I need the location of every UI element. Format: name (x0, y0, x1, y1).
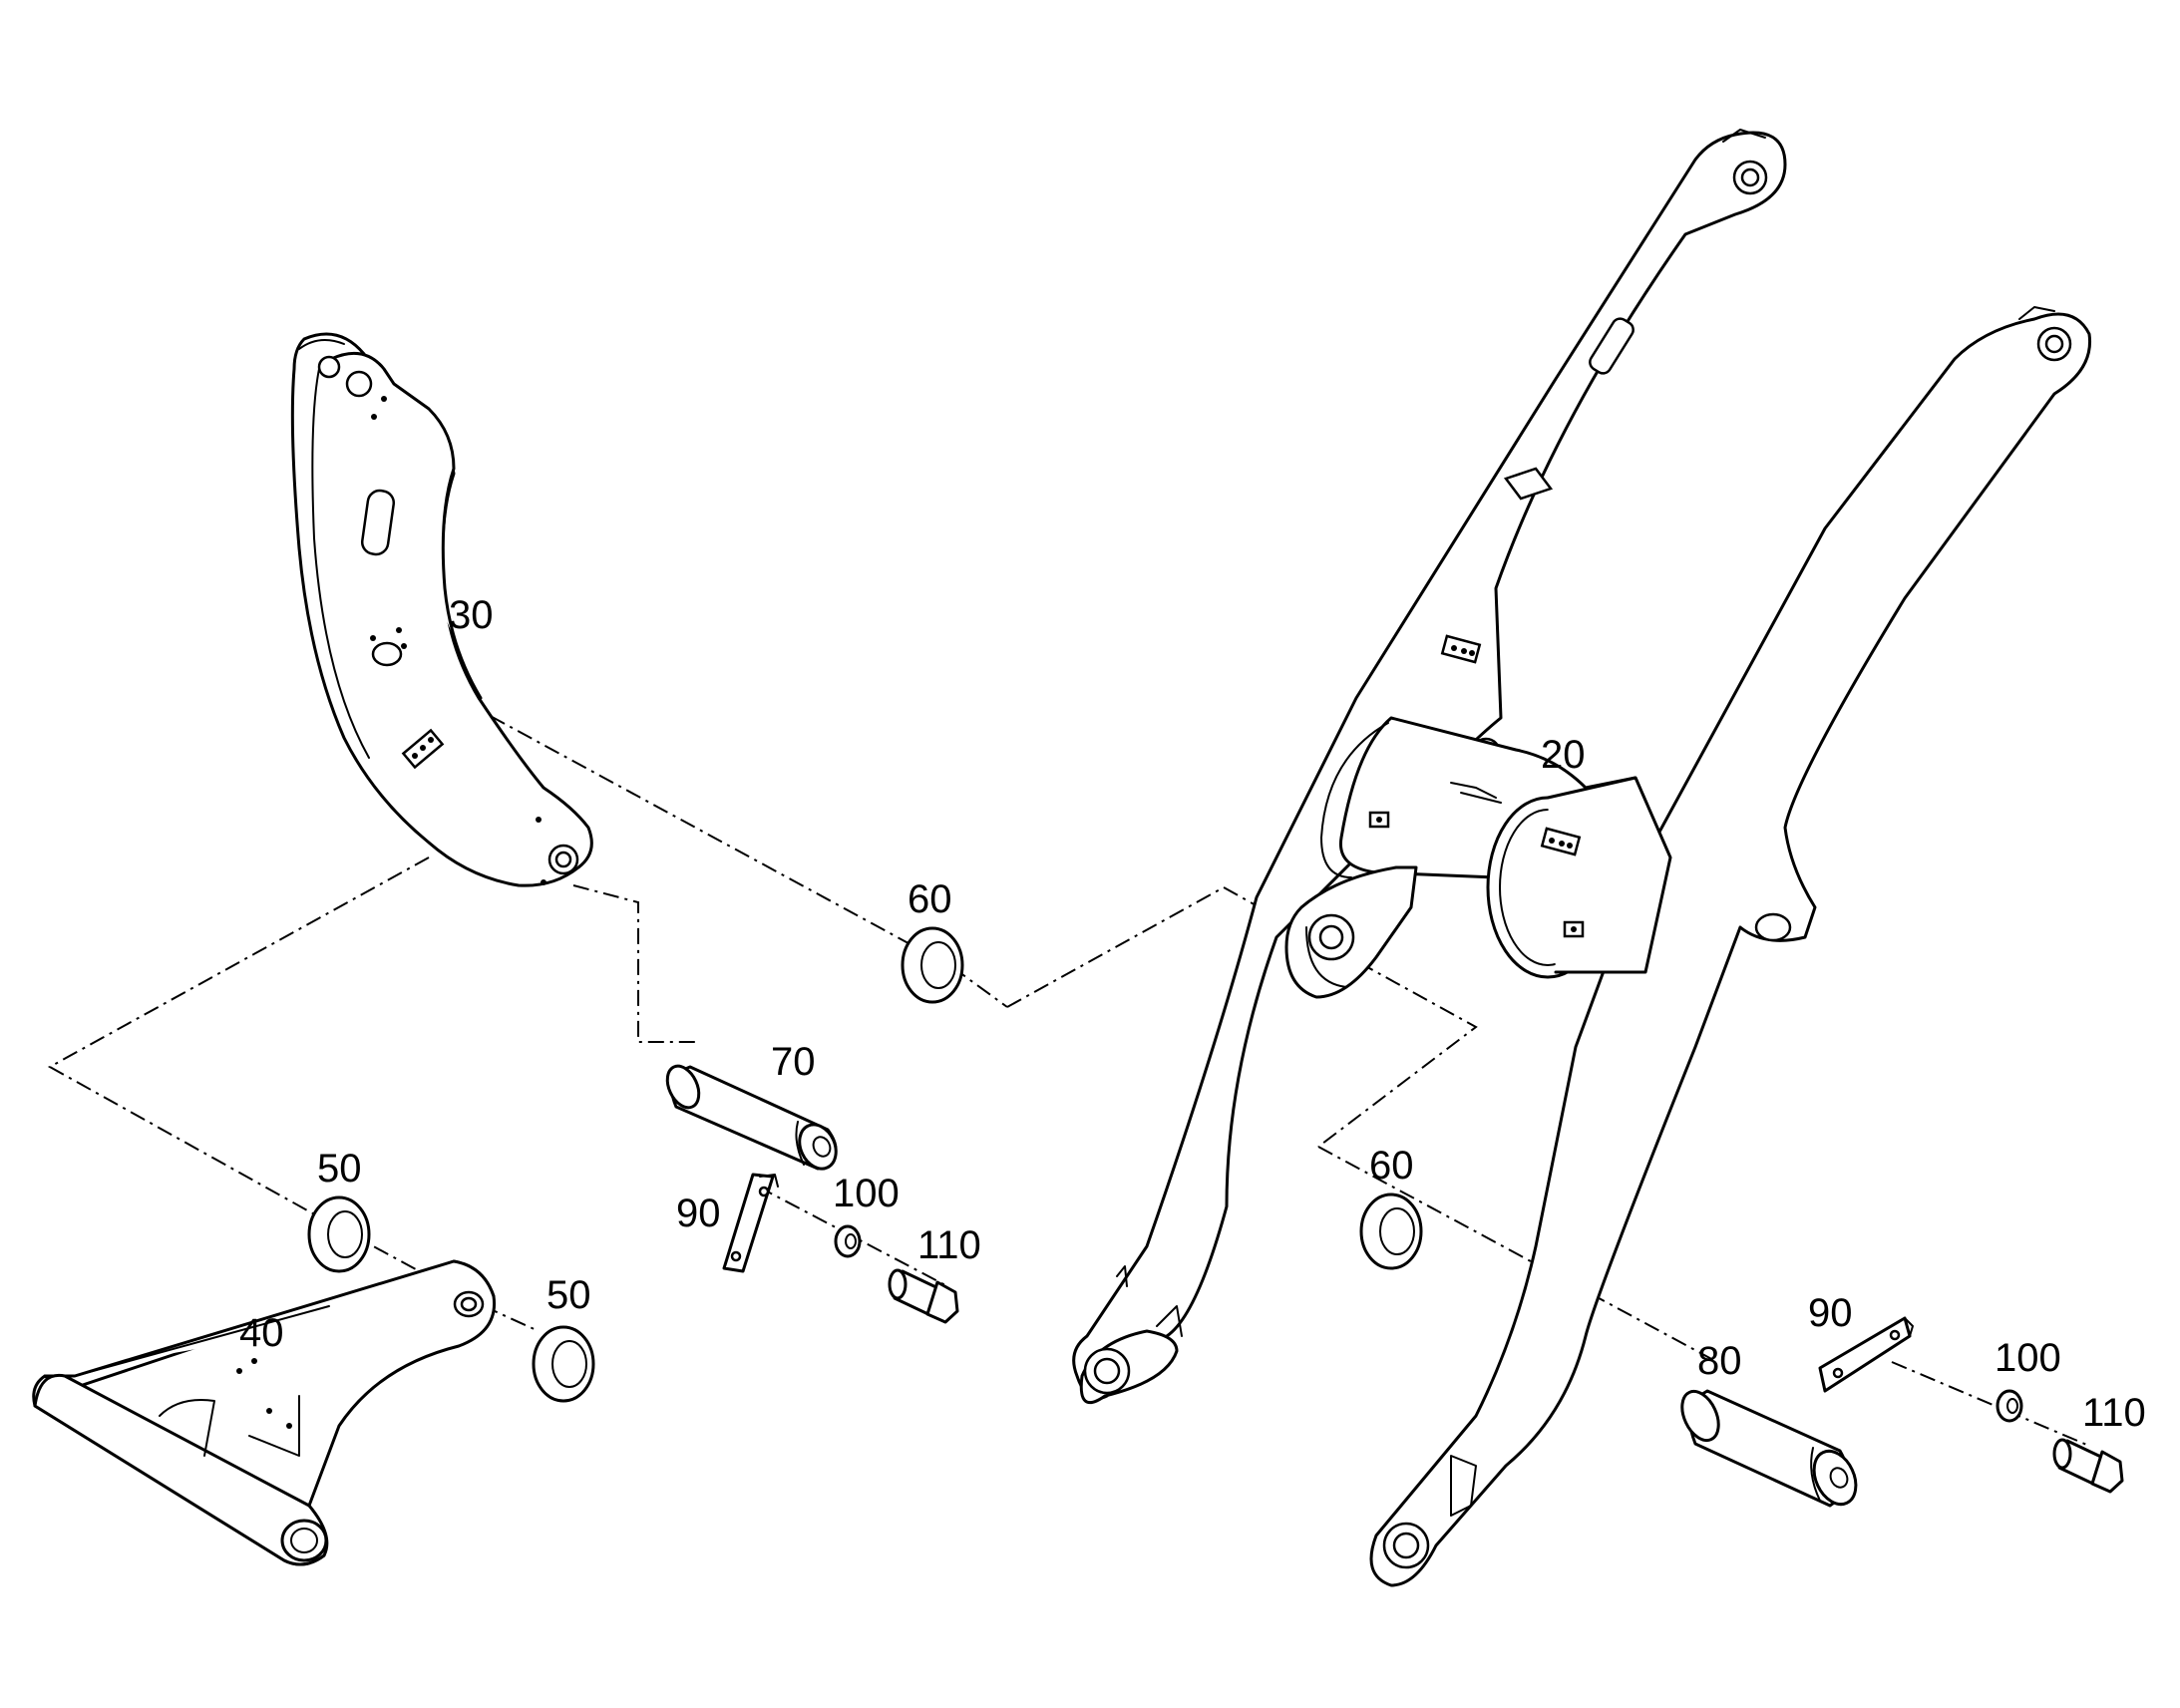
bellcrank-lever (290, 332, 593, 887)
tilt-link (32, 1259, 497, 1566)
callout-80: 80 (1697, 1339, 1742, 1383)
callout-40: 40 (239, 1311, 284, 1355)
callout-90-right: 90 (1808, 1291, 1853, 1335)
lock-washer-100-right (1996, 1389, 2023, 1423)
callout-100-right: 100 (1995, 1336, 2061, 1380)
bolt-110-left (888, 1268, 959, 1324)
washer-60-upper (901, 926, 964, 1004)
lock-washer-100-left (834, 1224, 862, 1258)
callout-90-left: 90 (676, 1192, 721, 1235)
callout-60-upper: 60 (908, 877, 952, 921)
callout-110-right: 110 (2082, 1391, 2146, 1435)
right-lift-arm (1369, 312, 2092, 1587)
callout-110-left: 110 (917, 1223, 981, 1267)
washer-60-lower (1359, 1193, 1423, 1270)
loader-arm-frame (1072, 129, 2092, 1587)
callout-labels: 20 30 40 50 50 60 60 70 80 90 90 100 100… (239, 593, 2146, 1435)
lock-plate-90-left (722, 1173, 779, 1273)
washer-50-lower (532, 1325, 595, 1403)
pin-80 (1680, 1389, 1858, 1508)
callout-50-lower: 50 (546, 1273, 591, 1317)
callout-70: 70 (771, 1040, 816, 1084)
callout-50-upper: 50 (317, 1147, 362, 1191)
callout-30: 30 (449, 593, 494, 637)
washer-50-upper (307, 1196, 371, 1273)
callout-20: 20 (1541, 733, 1586, 777)
bolt-110-right (2052, 1438, 2124, 1494)
pin-70 (665, 1064, 838, 1171)
callout-100-left: 100 (833, 1172, 900, 1215)
washers (307, 926, 1423, 1403)
lock-plate-90-right (1818, 1316, 1914, 1393)
callout-60-lower: 60 (1369, 1144, 1414, 1188)
